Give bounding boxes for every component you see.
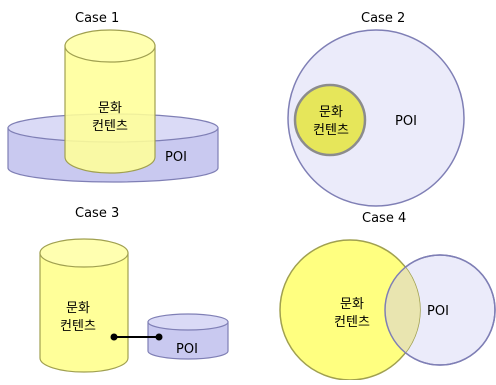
case3-poi-cylinder	[147, 313, 229, 360]
case1-poi-label: POI	[165, 150, 187, 165]
case2-poi-label: POI	[395, 114, 417, 129]
case2-content-label-line1: 문화	[319, 105, 343, 120]
case4-title: Case 4	[362, 211, 406, 226]
case3-content-cylinder	[39, 238, 129, 373]
case2-poi-circle	[287, 29, 465, 207]
case2-content-label-line2: 컨텐츠	[313, 123, 349, 138]
case1-content-cylinder	[64, 29, 156, 174]
case3-group: Case 3 문화 컨텐츠 POI	[39, 206, 229, 373]
case1-content-label-line2: 컨텐츠	[92, 119, 128, 134]
case3-content-label-line1: 문화	[66, 301, 90, 316]
case1-group: Case 1 문화 컨텐츠 POI	[7, 11, 219, 183]
case4-overlap-region	[385, 255, 420, 365]
case2-group: Case 2 문화 컨텐츠 POI	[287, 11, 465, 207]
case3-poi-label: POI	[176, 342, 198, 357]
case4-poi-outline	[384, 254, 496, 366]
case3-title: Case 3	[75, 206, 119, 221]
case1-title: Case 1	[75, 11, 119, 26]
case4-content-label-line2: 컨텐츠	[334, 315, 370, 330]
case4-content-label-line1: 문화	[340, 297, 364, 312]
case4-poi-label: POI	[427, 304, 449, 319]
case4-group: Case 4 문화 컨텐츠 POI	[279, 211, 496, 381]
case1-content-label-line1: 문화	[98, 101, 122, 116]
case3-connector	[110, 333, 163, 341]
case3-content-label-line2: 컨텐츠	[60, 319, 96, 334]
case2-content-circle	[293, 83, 367, 157]
case2-title: Case 2	[361, 11, 405, 26]
